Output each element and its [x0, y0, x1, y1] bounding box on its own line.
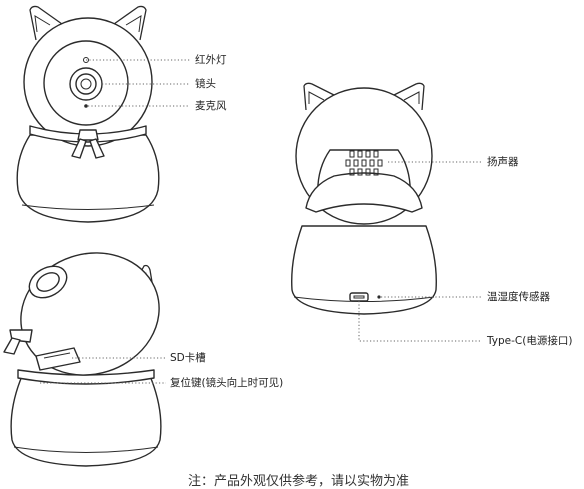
disclaimer-note: 注：产品外观仅供参考，请以实物为准	[188, 474, 410, 489]
side-view-camera	[3, 252, 166, 467]
label-ir-light: 红外灯	[195, 54, 227, 66]
label-reset-key: 复位键(镜头向上时可见)	[170, 377, 284, 389]
label-lens: 镜头	[195, 78, 216, 90]
label-type-c-port: Type-C(电源接口)	[487, 335, 573, 347]
label-microphone: 麦克风	[195, 100, 227, 112]
label-speaker: 扬声器	[487, 156, 519, 168]
back-view-camera	[291, 82, 482, 342]
speaker-grill	[345, 150, 383, 176]
front-view-camera	[16, 5, 190, 223]
label-temp-humidity-sensor: 温湿度传感器	[487, 291, 550, 303]
label-sd-slot: SD卡槽	[170, 352, 206, 364]
